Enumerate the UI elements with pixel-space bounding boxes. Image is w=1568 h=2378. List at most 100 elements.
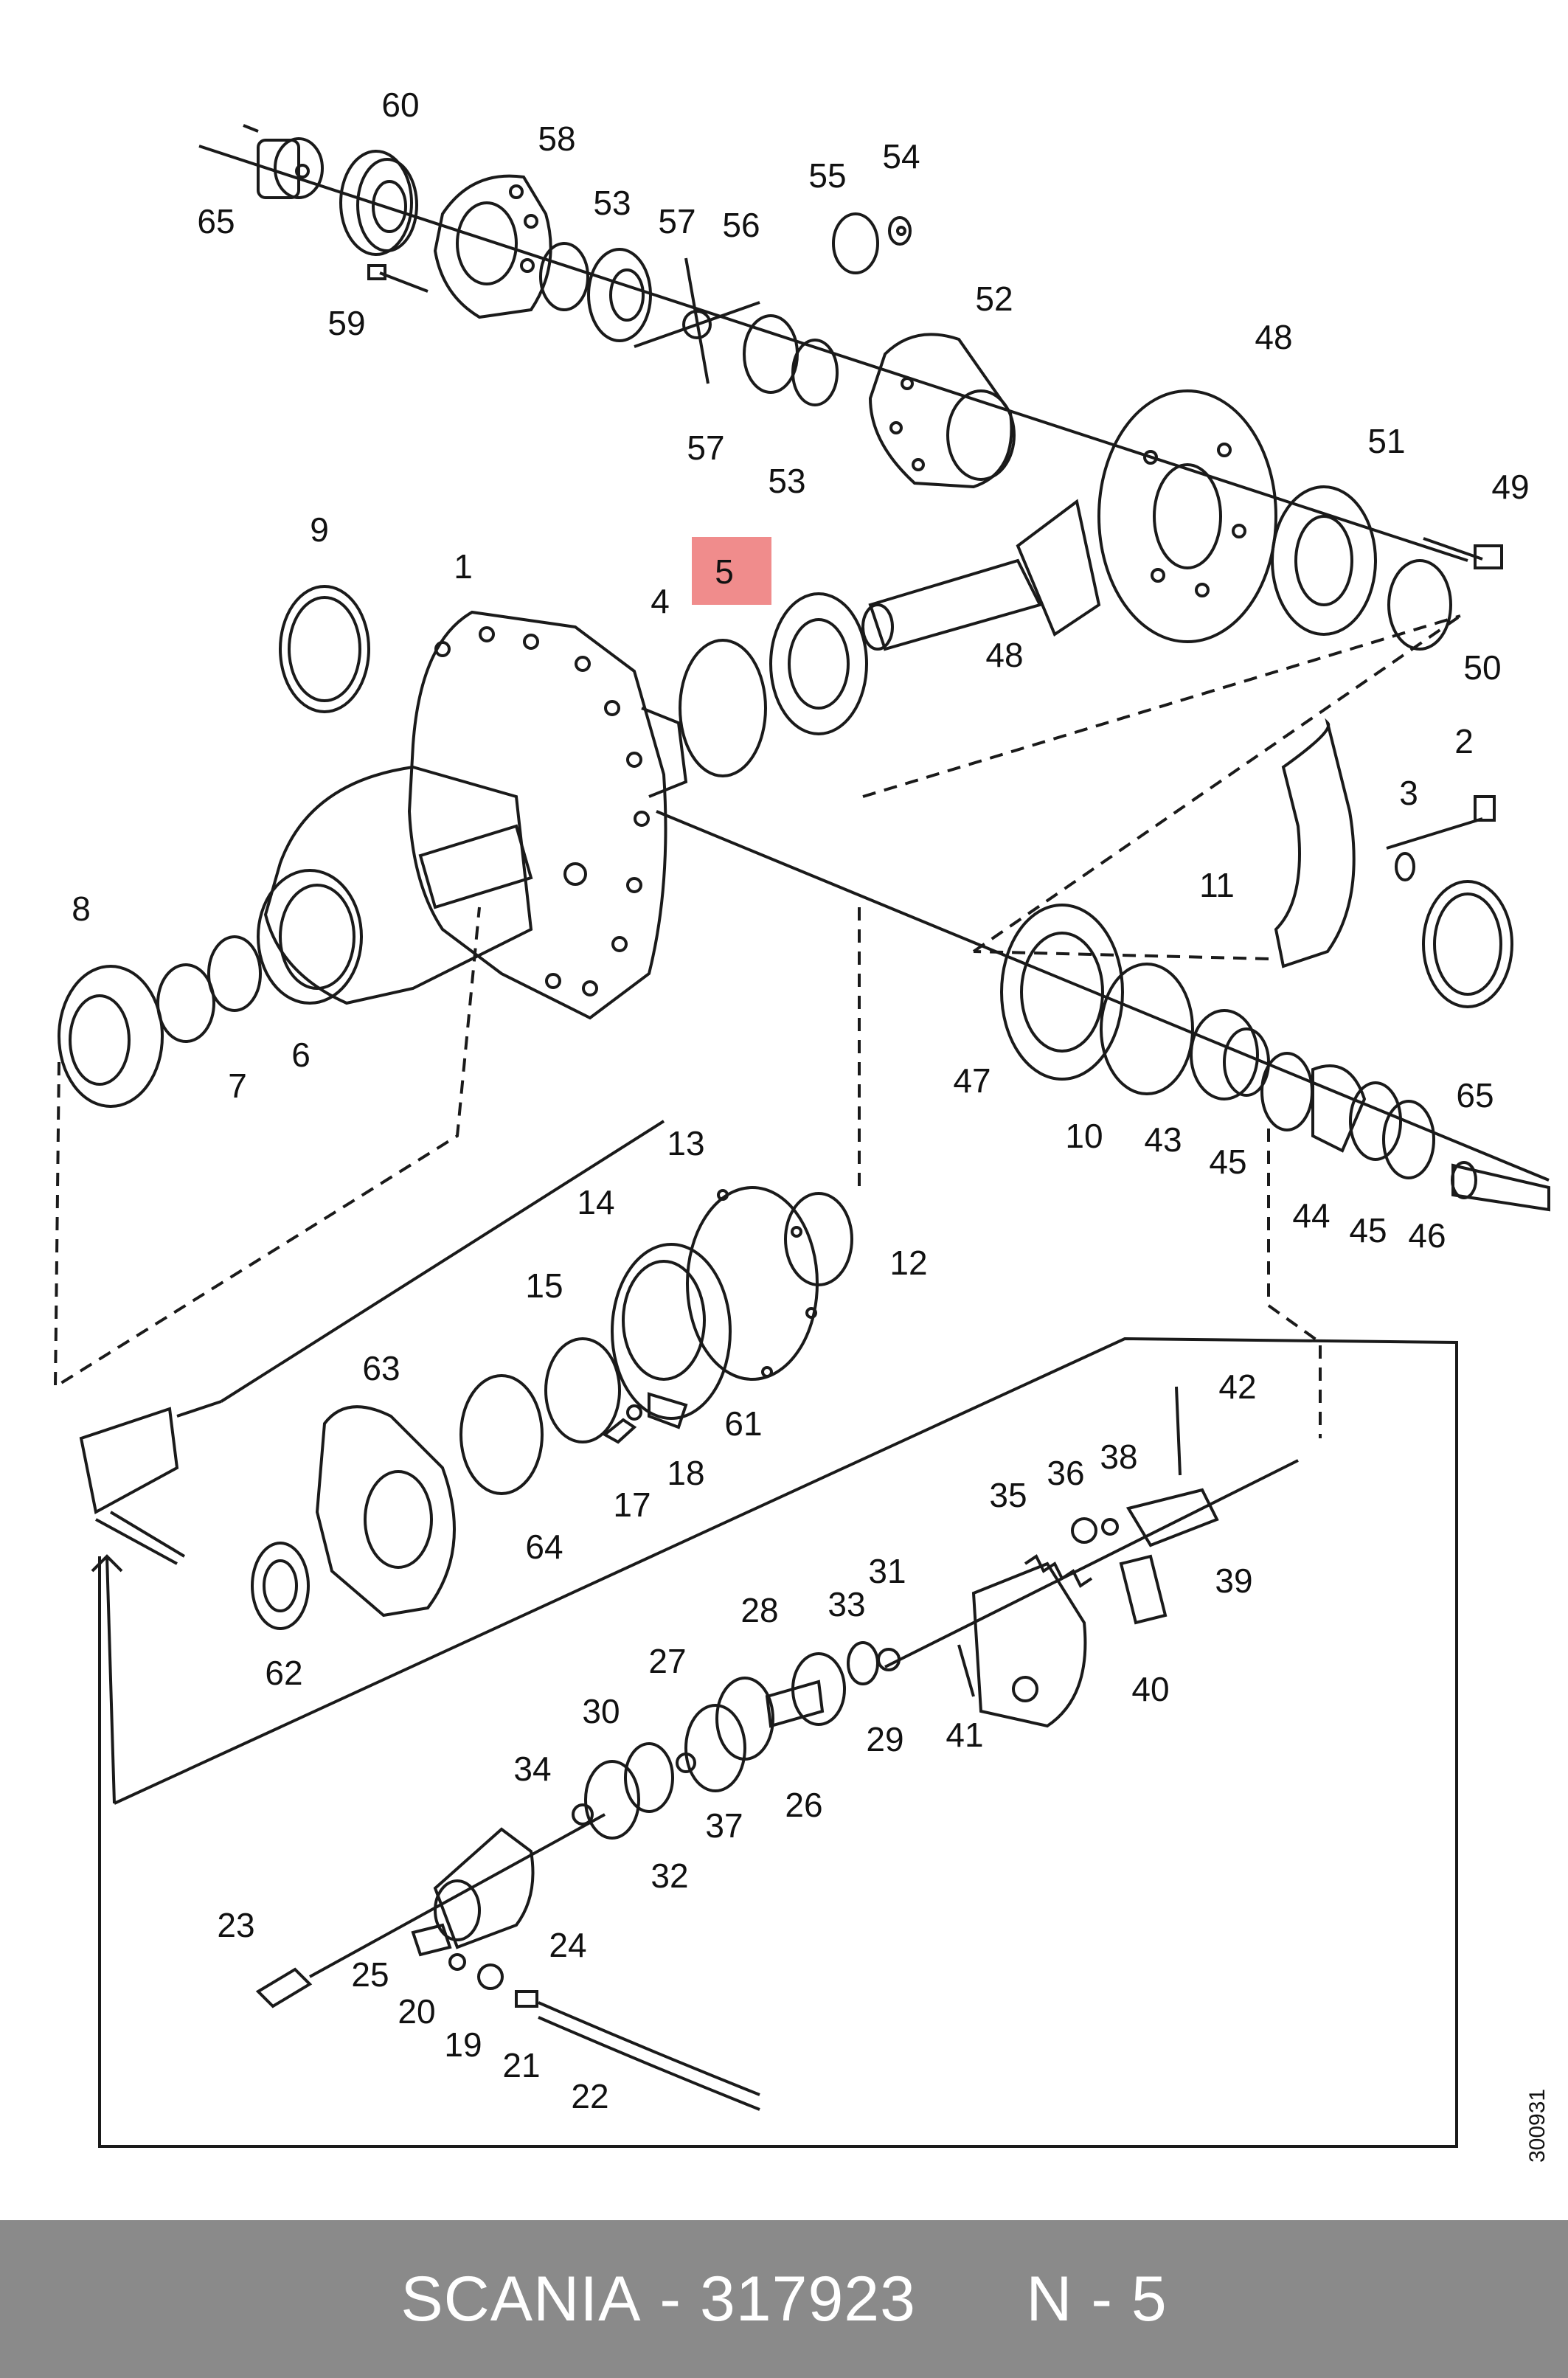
part-label: 35	[989, 1476, 1027, 1514]
part-label: 19	[444, 2025, 482, 2064]
ring-10	[1100, 963, 1194, 1095]
washer-53b	[791, 339, 839, 406]
lever-39	[1125, 1488, 1219, 1547]
bolt-17	[602, 1418, 637, 1444]
ring-9	[279, 585, 370, 713]
part-label: 25	[351, 1955, 389, 1994]
part-label: 53	[768, 462, 806, 500]
part-label: 53	[593, 184, 631, 222]
part-label: 33	[828, 1585, 866, 1623]
part-label: 20	[398, 1992, 436, 2031]
part-label: 2	[1454, 722, 1474, 760]
sensor-23	[255, 1967, 313, 2008]
bearing-5	[769, 592, 868, 735]
ring-33	[847, 1641, 879, 1685]
spring-35	[1024, 1554, 1093, 1588]
bolt-49	[1423, 537, 1503, 569]
diff-housing-58	[433, 174, 552, 319]
part-label: 65	[1456, 1076, 1494, 1115]
part-label: 59	[327, 304, 366, 342]
part-label: 37	[705, 1806, 743, 1845]
gear-57b	[743, 314, 799, 394]
flange-13	[686, 1186, 819, 1381]
seal-30	[624, 1742, 674, 1813]
part-label: 3	[1399, 774, 1418, 812]
diagram-drawing	[53, 124, 1550, 2148]
brake-lever-plate	[971, 1561, 1087, 1728]
splined-stub-top	[257, 137, 324, 199]
part-label: 54	[882, 137, 920, 176]
spider-56	[634, 257, 760, 384]
part-label: 42	[1218, 1367, 1257, 1406]
part-label: 55	[808, 156, 847, 195]
pin-42	[1175, 1386, 1182, 1476]
part-label: 60	[381, 86, 420, 124]
part-label: 13	[667, 1124, 705, 1162]
ring-64	[459, 1374, 544, 1495]
ring-6	[207, 935, 262, 1012]
part-label: 7	[228, 1067, 247, 1105]
part-label: 38	[1100, 1438, 1138, 1476]
bolt-41	[957, 1644, 975, 1697]
part-label: 50	[1463, 648, 1502, 687]
ring-right	[1422, 880, 1513, 1008]
part-label: 17	[613, 1486, 651, 1524]
bolt-59	[367, 264, 429, 293]
seal-47	[1000, 904, 1124, 1081]
diff-case-52	[868, 333, 1016, 489]
sensor-unit	[79, 1400, 222, 1565]
ring-45b	[1349, 1081, 1402, 1161]
valve-axis	[884, 1459, 1299, 1668]
part-label: 6	[291, 1036, 311, 1074]
brake-shoe-11	[1274, 718, 1496, 968]
ring-32	[584, 1760, 640, 1840]
part-label: 63	[362, 1349, 400, 1387]
part-label: 18	[667, 1454, 705, 1492]
part-label: 8	[72, 890, 91, 928]
washer-34	[572, 1803, 594, 1826]
splined-hub-43	[1190, 1009, 1270, 1100]
washer-53a	[539, 242, 589, 311]
pinion-55	[832, 212, 912, 274]
frame-outline	[98, 1337, 1458, 2148]
part-label: 21	[502, 2046, 541, 2084]
part-label: 4	[651, 582, 670, 620]
part-label: 52	[975, 280, 1013, 318]
part-label: 12	[889, 1244, 928, 1282]
ring-46	[1382, 1100, 1435, 1179]
plate-14	[611, 1243, 732, 1420]
part-label: 26	[785, 1786, 823, 1824]
part-label: 1	[454, 547, 473, 586]
highlighted-part-label: 5	[715, 552, 734, 591]
footer-part-number: 317923	[699, 2263, 916, 2334]
part-label: 36	[1047, 1454, 1085, 1492]
seal-15	[544, 1337, 621, 1443]
part-label: 11	[1199, 866, 1235, 904]
part-label: 56	[722, 206, 760, 244]
part-label: 43	[1144, 1120, 1182, 1159]
bearing-60	[339, 150, 418, 256]
ring-51	[1271, 485, 1377, 636]
part-label: 29	[866, 1720, 904, 1758]
ring-38	[1101, 1518, 1119, 1536]
ring-12	[784, 1192, 853, 1286]
part-label: 9	[310, 510, 329, 549]
part-label: 28	[740, 1591, 779, 1629]
part-label: 47	[953, 1061, 991, 1100]
part-label: 57	[658, 202, 696, 240]
frame-left	[105, 1556, 116, 1804]
bracket-44	[1311, 1064, 1367, 1153]
axle-housing-1	[257, 610, 688, 1020]
part-label: 32	[651, 1857, 689, 1895]
part-label: 45	[1209, 1143, 1247, 1181]
part-label: 15	[525, 1266, 563, 1305]
footer-brand: SCANIA	[400, 2263, 642, 2334]
part-label: 46	[1408, 1216, 1446, 1255]
part-label: 10	[1065, 1117, 1103, 1155]
document-id: 300931	[1525, 2088, 1550, 2163]
ring-7	[156, 963, 215, 1043]
part-label: 39	[1215, 1561, 1253, 1600]
cylinder-24	[433, 1827, 535, 1949]
part-label: 57	[687, 429, 725, 467]
part-label: 14	[577, 1183, 615, 1221]
